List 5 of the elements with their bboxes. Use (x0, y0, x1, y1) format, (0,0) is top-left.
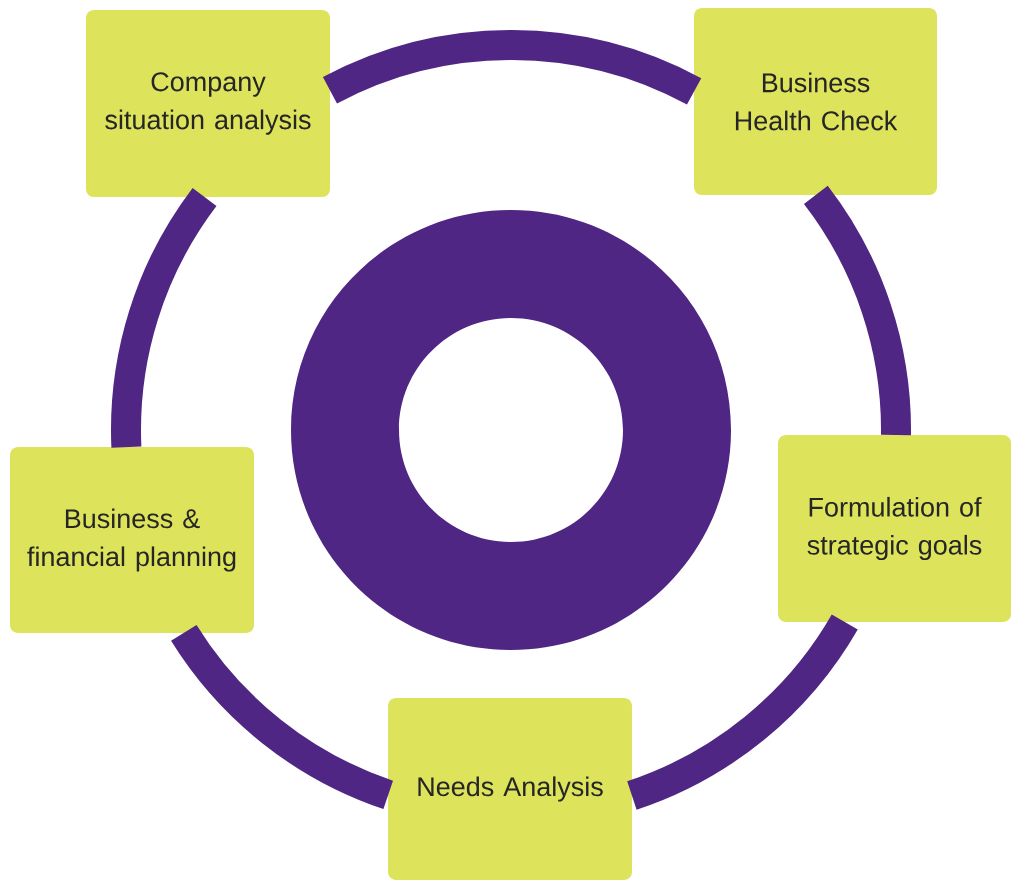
process-box: Formulation of strategic goals (778, 435, 1011, 622)
process-box: Needs Analysis (388, 698, 632, 880)
process-box: Business & financial planning (10, 447, 254, 633)
process-box: Business Health Check (694, 8, 937, 195)
process-box: Company situation analysis (86, 10, 330, 197)
